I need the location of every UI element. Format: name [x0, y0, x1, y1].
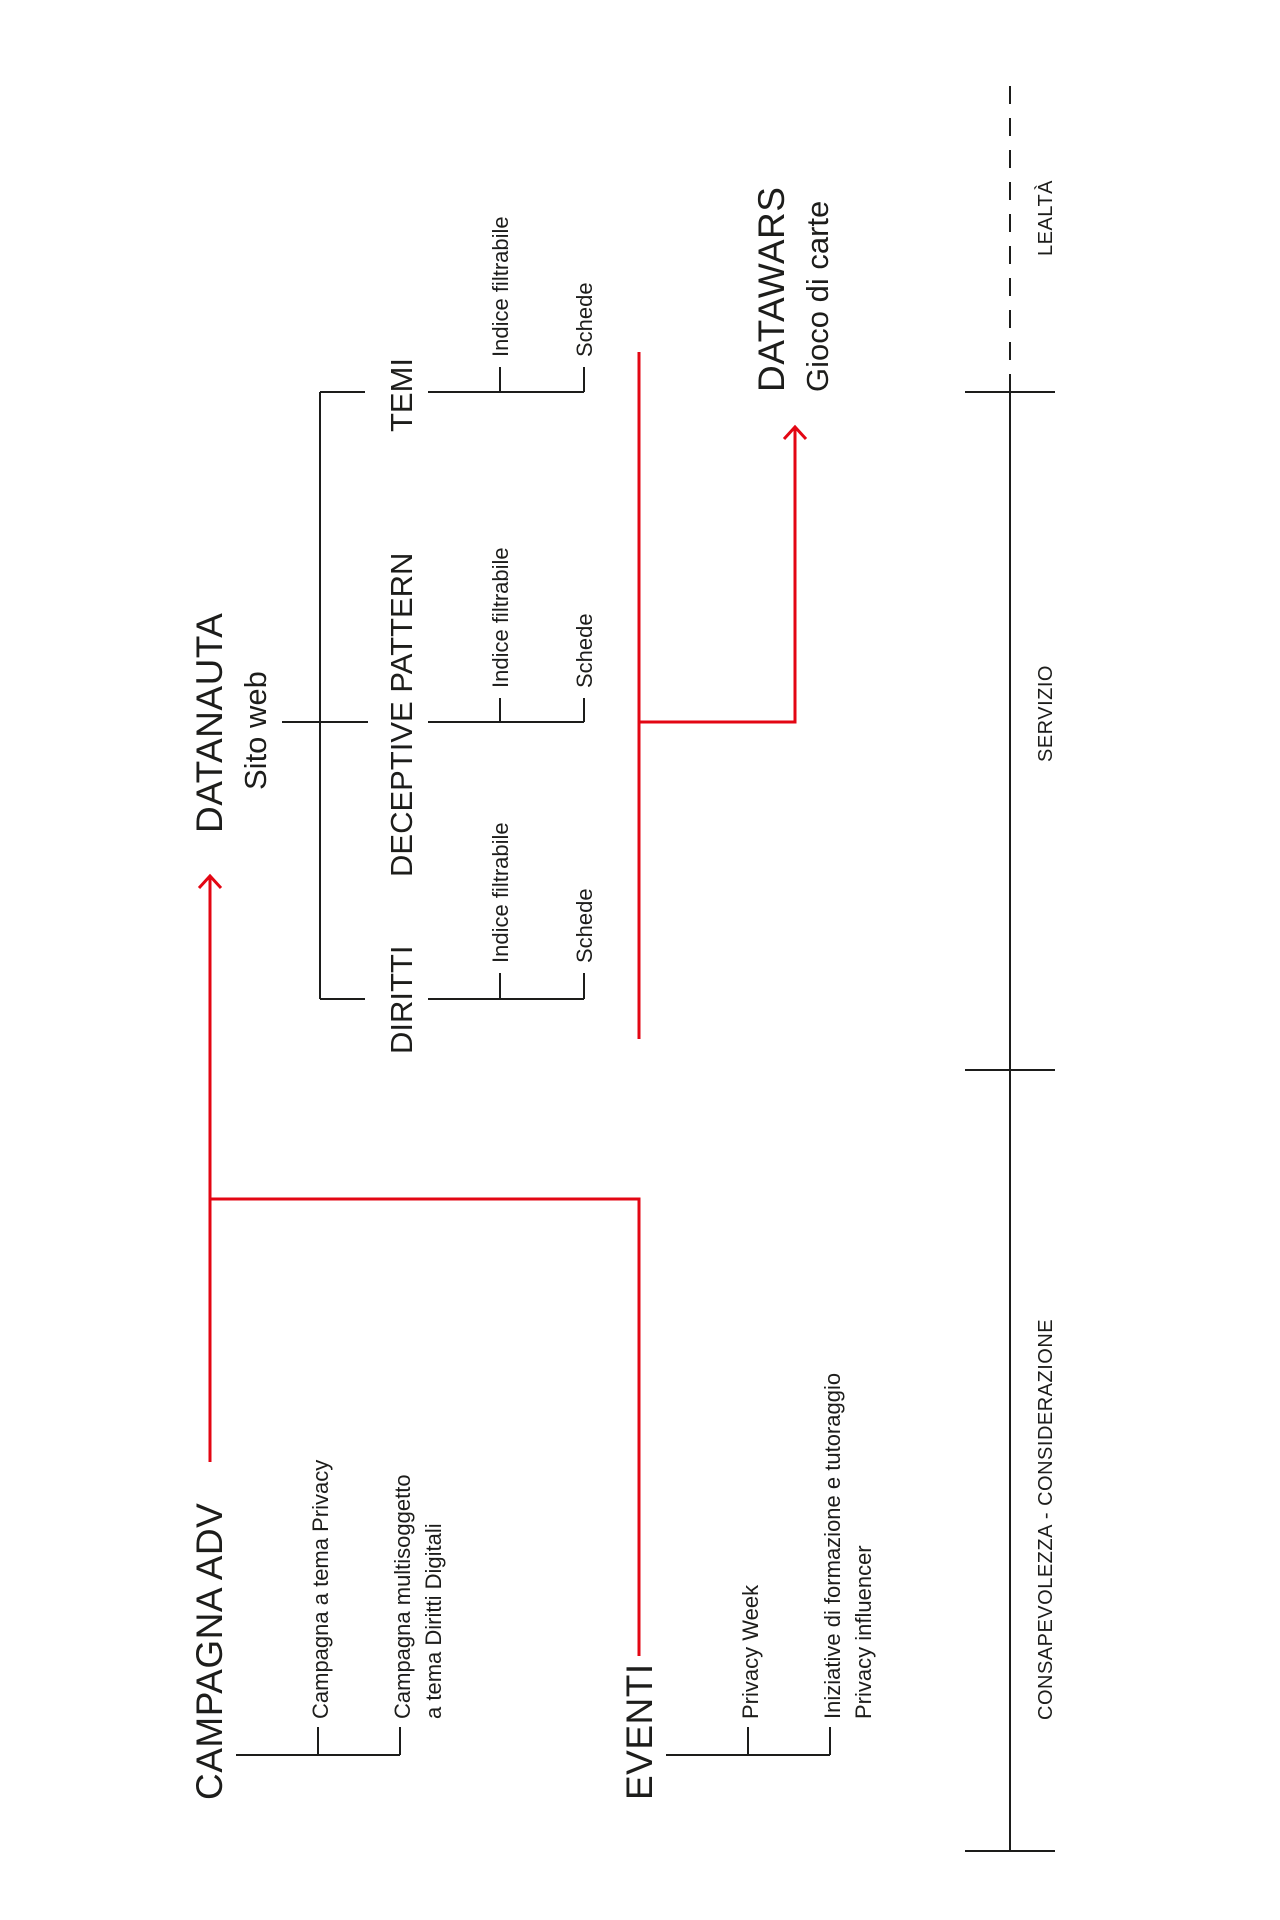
- section-diritti-title: DIRITTI: [384, 946, 419, 1055]
- phase-label-lealta: LEALTÀ: [1034, 180, 1057, 256]
- section-temi-item-1: Indice filtrabile: [488, 216, 513, 357]
- datanauta-subtitle: Sito web: [238, 671, 273, 790]
- eventi-item-2-line-1: Iniziative di formazione e tutoraggio: [820, 1373, 845, 1719]
- campagna-item-2-line-1: Campagna multisoggetto: [390, 1474, 415, 1719]
- arrowhead-datawars: [782, 424, 808, 441]
- tree-lines: [236, 367, 831, 1756]
- datawars-subtitle: Gioco di carte: [800, 201, 835, 392]
- campagna-title: CAMPAGNA ADV: [189, 1503, 230, 1800]
- bracket-datanauta: [282, 391, 368, 1000]
- arrow-to-datawars: [639, 427, 797, 724]
- eventi-item-1: Privacy Week: [738, 1584, 763, 1719]
- phase-label-consapevolezza: CONSAPEVOLEZZA - CONSIDERAZIONE: [1035, 1319, 1057, 1720]
- section-temi-item-2: Schede: [572, 282, 597, 357]
- campagna-item-2-line-2: a tema Diritti Digitali: [421, 1523, 446, 1719]
- campagna-item-1: Campagna a tema Privacy: [308, 1460, 333, 1719]
- datawars-title: DATAWARS: [751, 187, 792, 392]
- section-deceptive-item-2: Schede: [572, 613, 597, 688]
- section-diritti-item-1: Indice filtrabile: [488, 822, 513, 963]
- node-campagna: CAMPAGNA ADV Campagna a tema Privacy Cam…: [189, 1460, 446, 1800]
- bracket-diritti: [428, 973, 585, 1000]
- datanauta-title: DATANAUTA: [189, 613, 230, 833]
- section-deceptive-item-1: Indice filtrabile: [488, 547, 513, 688]
- bracket-temi: [428, 367, 585, 393]
- section-diritti-item-2: Schede: [572, 888, 597, 963]
- bracket-eventi: [666, 1727, 831, 1756]
- phase-label-servizio: SERVIZIO: [1035, 665, 1057, 762]
- arrowhead-datanauta: [197, 873, 223, 890]
- node-datanauta: DATANAUTA Sito web DIRITTI Indice filtra…: [189, 216, 597, 1054]
- node-eventi: EVENTI Privacy Week Iniziative di formaz…: [619, 1373, 876, 1800]
- bracket-campagna: [236, 1727, 401, 1756]
- connector-campagna-eventi: [208, 1197, 641, 1656]
- node-datawars: DATAWARS Gioco di carte: [751, 187, 835, 392]
- phase-labels: CONSAPEVOLEZZA - CONSIDERAZIONE SERVIZIO…: [1034, 180, 1057, 1720]
- eventi-title: EVENTI: [619, 1663, 660, 1800]
- red-connectors: [197, 352, 808, 1656]
- section-temi-title: TEMI: [384, 358, 419, 432]
- bracket-deceptive: [428, 698, 585, 723]
- eventi-item-2-line-2: Privacy influencer: [851, 1545, 876, 1719]
- phase-timeline: [965, 77, 1055, 1852]
- section-deceptive-title: DECEPTIVE PATTERN: [384, 553, 419, 877]
